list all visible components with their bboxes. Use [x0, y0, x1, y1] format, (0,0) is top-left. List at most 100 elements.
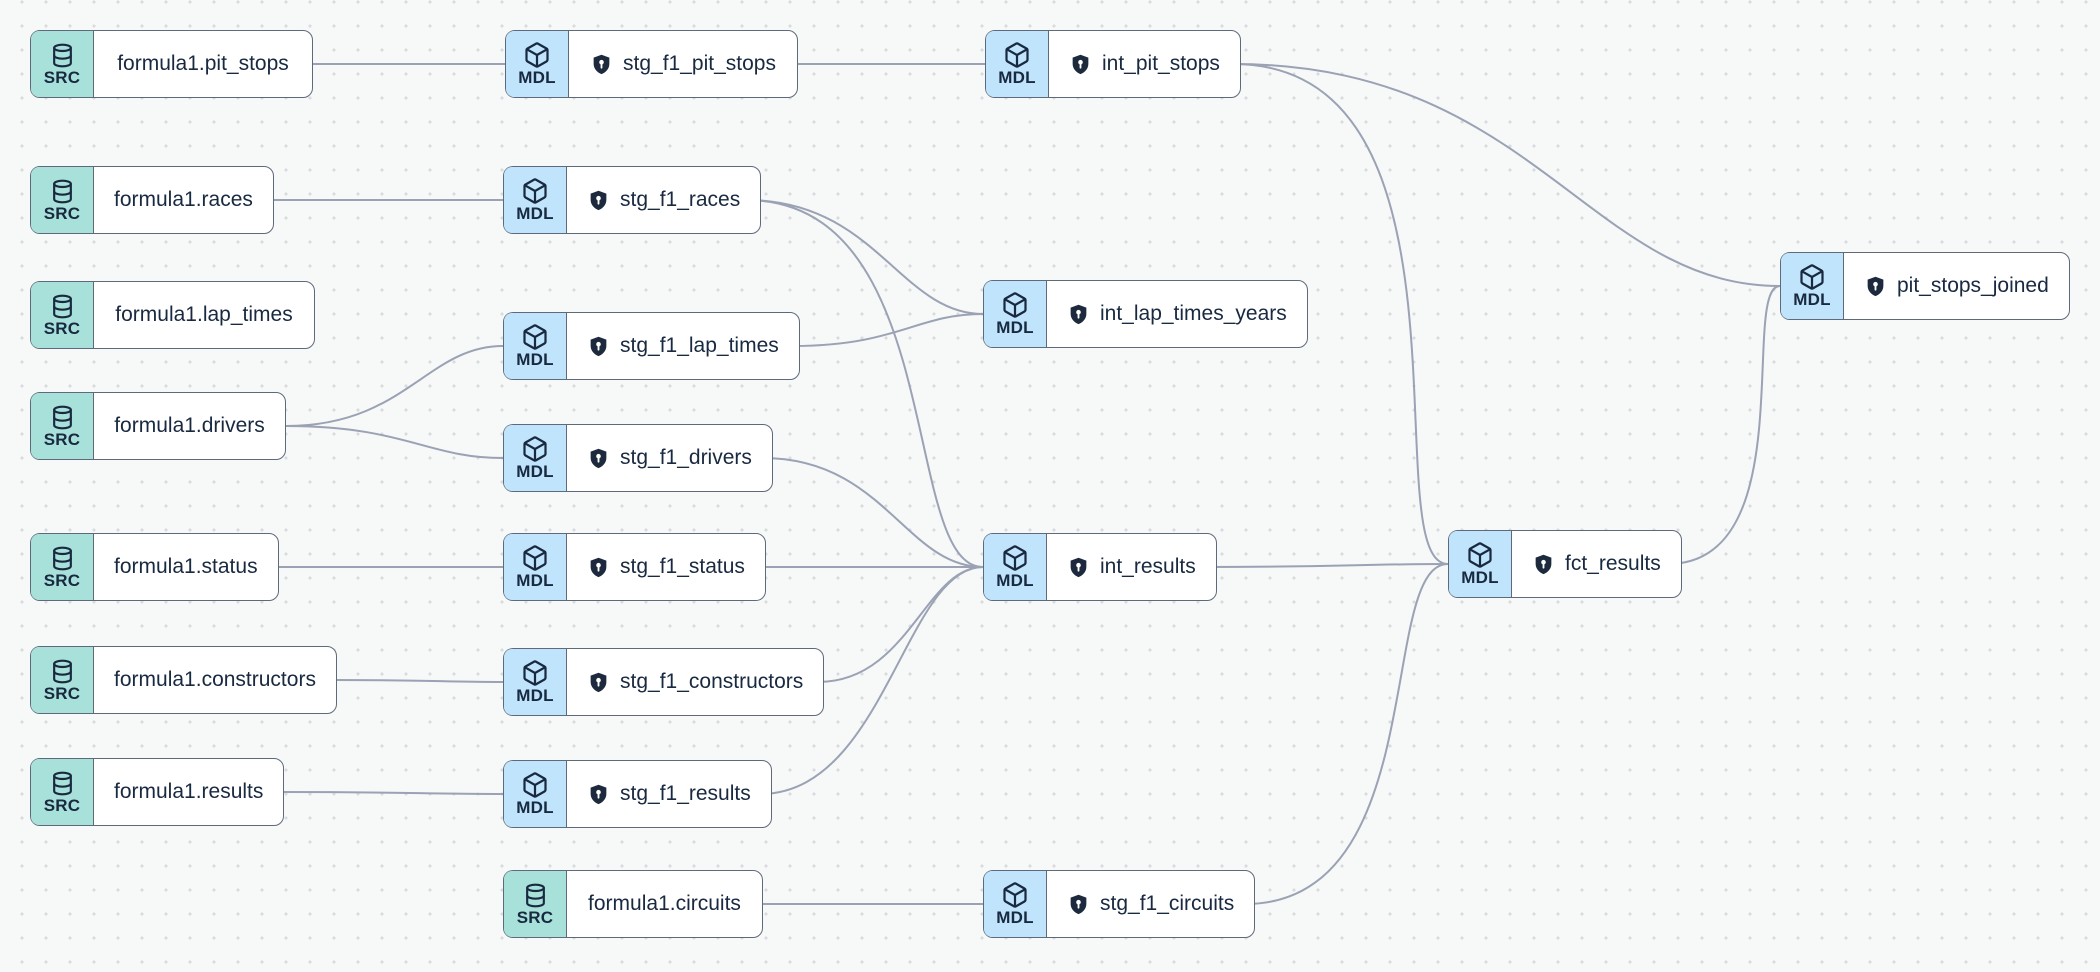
node-body: formula1.drivers	[94, 393, 285, 459]
cube-icon	[521, 177, 549, 205]
lineage-edge-int-results-to-fct-results	[1204, 563, 1449, 568]
shield-lock-icon	[587, 447, 610, 470]
node-name: formula1.constructors	[114, 668, 316, 691]
node-type-label: SRC	[43, 318, 81, 338]
lineage-edge-formula1-drivers-to-stg-f1-lap-times	[285, 345, 504, 427]
lineage-edge-stg-f1-constructors-to-int-results	[817, 566, 984, 683]
node-type-label: SRC	[43, 795, 81, 815]
source-type-badge: SRC	[31, 167, 94, 233]
cube-icon	[521, 659, 549, 687]
lineage-edge-stg-f1-drivers-to-int-results	[762, 457, 984, 568]
node-name: pit_stops_joined	[1897, 274, 2049, 297]
node-body: int_pit_stops	[1049, 31, 1240, 97]
lineage-edge-int-pit-stops-to-pit-stops-joined	[1232, 63, 1781, 287]
model-type-badge: MDL	[1449, 531, 1512, 597]
shield-lock-icon	[1067, 556, 1090, 579]
node-type-label: SRC	[43, 203, 81, 223]
shield-lock-icon	[590, 53, 613, 76]
lineage-node-int-pit-stops[interactable]: MDL int_pit_stops	[985, 30, 1241, 98]
node-body: formula1.status	[94, 534, 278, 600]
model-type-badge: MDL	[504, 649, 567, 715]
node-type-label: MDL	[996, 318, 1034, 338]
shield-lock-icon	[1069, 53, 1092, 76]
lineage-node-formula1-status[interactable]: SRC formula1.status	[30, 533, 279, 601]
lineage-node-formula1-drivers[interactable]: SRC formula1.drivers	[30, 392, 286, 460]
node-name: formula1.races	[114, 188, 253, 211]
shield-lock-icon	[1067, 893, 1090, 916]
lineage-node-formula1-lap-times[interactable]: SRC formula1.lap_times	[30, 281, 315, 349]
shield-lock-icon	[587, 556, 610, 579]
node-type-label: SRC	[43, 67, 81, 87]
lineage-node-formula1-pit-stops[interactable]: SRC formula1.pit_stops	[30, 30, 313, 98]
lineage-edge-formula1-constructors-to-stg-f1-constructors	[336, 679, 504, 683]
node-name: stg_f1_constructors	[620, 670, 804, 693]
node-name: stg_f1_pit_stops	[623, 52, 776, 75]
node-type-label: MDL	[516, 204, 554, 224]
node-body: formula1.races	[94, 167, 273, 233]
lineage-node-formula1-constructors[interactable]: SRC formula1.constructors	[30, 646, 337, 714]
lineage-edge-stg-f1-lap-times-to-int-lap-times-years	[792, 313, 984, 347]
model-type-badge: MDL	[984, 534, 1047, 600]
database-icon	[49, 658, 76, 685]
cube-icon	[1003, 41, 1031, 69]
lineage-node-pit-stops-joined[interactable]: MDL pit_stops_joined	[1780, 252, 2070, 320]
shield-lock-icon	[1067, 303, 1090, 326]
lineage-node-int-lap-times-years[interactable]: MDL int_lap_times_years	[983, 280, 1308, 348]
model-type-badge: MDL	[504, 167, 567, 233]
node-type-label: MDL	[1793, 290, 1831, 310]
model-type-badge: MDL	[504, 534, 567, 600]
node-type-label: SRC	[43, 683, 81, 703]
node-body: int_lap_times_years	[1047, 281, 1307, 347]
database-icon	[49, 404, 76, 431]
node-type-label: MDL	[998, 68, 1036, 88]
lineage-edge-stg-f1-results-to-int-results	[759, 566, 984, 795]
model-type-badge: MDL	[1781, 253, 1844, 319]
node-type-label: SRC	[43, 429, 81, 449]
shield-lock-icon	[1532, 553, 1555, 576]
node-name: formula1.status	[114, 555, 258, 578]
lineage-node-stg-f1-circuits[interactable]: MDL stg_f1_circuits	[983, 870, 1256, 938]
lineage-edge-stg-f1-races-to-int-lap-times-years	[745, 199, 984, 315]
node-type-label: MDL	[1461, 568, 1499, 588]
lineage-node-stg-f1-constructors[interactable]: MDL stg_f1_constructors	[503, 648, 825, 716]
node-body: stg_f1_pit_stops	[569, 31, 797, 97]
shield-lock-icon	[1864, 275, 1887, 298]
lineage-edge-formula1-drivers-to-stg-f1-drivers	[285, 425, 504, 459]
model-type-badge: MDL	[984, 871, 1047, 937]
lineage-node-formula1-races[interactable]: SRC formula1.races	[30, 166, 274, 234]
source-type-badge: SRC	[31, 31, 94, 97]
node-name: stg_f1_status	[620, 555, 745, 578]
node-body: stg_f1_results	[567, 761, 771, 827]
node-name: stg_f1_circuits	[1100, 892, 1235, 915]
lineage-edge-stg-f1-races-to-int-results	[745, 199, 984, 568]
lineage-node-stg-f1-status[interactable]: MDL stg_f1_status	[503, 533, 766, 601]
cube-icon	[1001, 544, 1029, 572]
node-name: int_lap_times_years	[1100, 302, 1287, 325]
lineage-node-fct-results[interactable]: MDL fct_results	[1448, 530, 1682, 598]
cube-icon	[521, 435, 549, 463]
database-icon	[522, 882, 549, 909]
cube-icon	[1466, 541, 1494, 569]
node-name: formula1.lap_times	[115, 303, 293, 326]
node-body: formula1.circuits	[567, 871, 762, 937]
cube-icon	[523, 41, 551, 69]
model-type-badge: MDL	[986, 31, 1049, 97]
lineage-edge-fct-results-to-pit-stops-joined	[1667, 285, 1781, 565]
lineage-edge-formula1-results-to-stg-f1-results	[282, 791, 504, 795]
source-type-badge: SRC	[31, 534, 94, 600]
node-body: stg_f1_constructors	[567, 649, 823, 715]
node-body: int_results	[1047, 534, 1216, 600]
node-name: fct_results	[1565, 552, 1661, 575]
node-name: int_pit_stops	[1102, 52, 1220, 75]
node-body: formula1.pit_stops	[94, 31, 312, 97]
